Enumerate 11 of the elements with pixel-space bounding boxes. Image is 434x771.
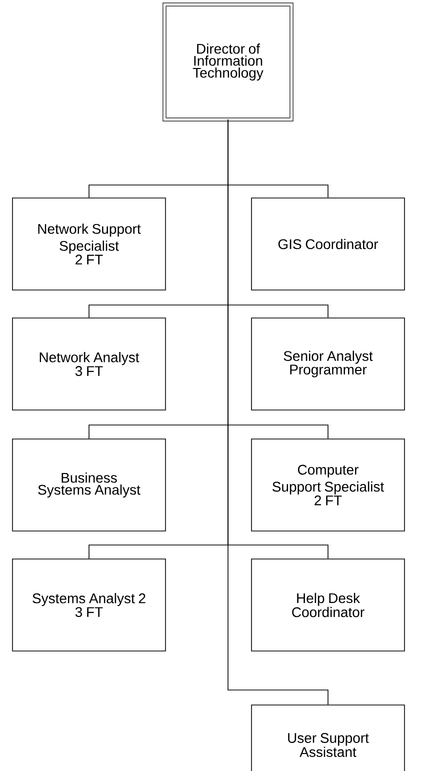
position-box: Network Analyst 3 FT [12, 318, 166, 410]
connector-line [228, 119, 328, 705]
position-box: Senior Analyst Programmer [251, 318, 405, 410]
position-box: Systems Analyst 2 3 FT [12, 558, 166, 652]
position-box: Help Desk Coordinator [251, 558, 405, 652]
position-box: Computer Support Specialist 2 FT [251, 438, 405, 532]
title-box: Director of Information Technology [162, 2, 294, 122]
position-box: Business Systems Analyst [12, 438, 166, 532]
position-box: Network Support Specialist 2 FT [12, 198, 166, 290]
position-box: GIS Coordinator [251, 198, 405, 290]
position-box: User Support Assistant [251, 704, 405, 771]
